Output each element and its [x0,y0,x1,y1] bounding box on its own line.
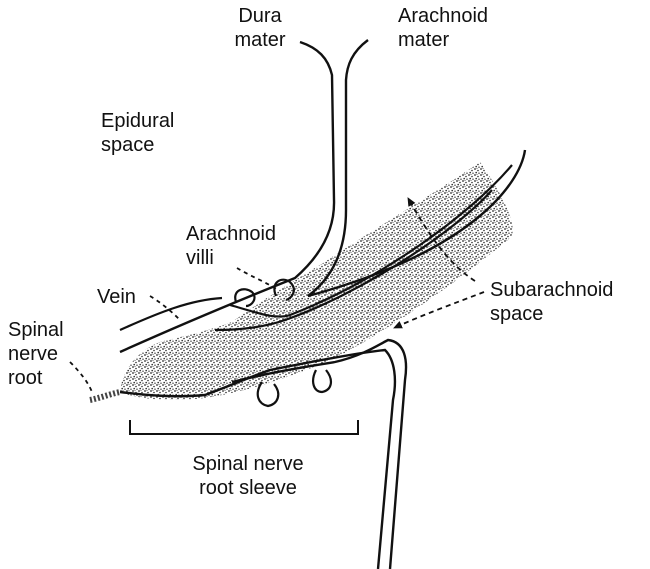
label-spinal-nerve-root-line2: nerve [8,342,64,366]
label-arachnoid-mater: Arachnoid mater [398,4,488,52]
label-subarachnoid-space-line2: space [490,302,613,326]
label-spinal-nerve-root-line1: Spinal [8,318,64,342]
label-spinal-nerve-root-line3: root [8,366,64,390]
label-arachnoid-mater-line1: Arachnoid [398,4,488,28]
label-spinal-nerve-root-sleeve: Spinal nerve root sleeve [168,452,328,500]
label-epidural-space-line2: space [101,133,174,157]
label-vein-text: Vein [97,285,136,309]
label-arachnoid-villi: Arachnoid villi [186,222,276,270]
label-dura-mater-line1: Dura [215,4,305,28]
spinal-nerve-root-leader [70,362,92,392]
label-arachnoid-villi-line2: villi [186,246,276,270]
label-dura-mater: Dura mater [215,4,305,52]
sleeve-bracket [130,420,358,434]
label-epidural-space: Epidural space [101,109,174,157]
nerve-root-tail [90,392,120,400]
label-dura-mater-line2: mater [215,28,305,52]
label-vein: Vein [97,285,136,309]
label-arachnoid-mater-line2: mater [398,28,488,52]
label-spinal-nerve-root: Spinal nerve root [8,318,64,390]
label-arachnoid-villi-line1: Arachnoid [186,222,276,246]
label-sleeve-line2: root sleeve [168,476,328,500]
label-sleeve-line1: Spinal nerve [168,452,328,476]
label-epidural-space-line1: Epidural [101,109,174,133]
label-subarachnoid-space-line1: Subarachnoid [490,278,613,302]
label-subarachnoid-space: Subarachnoid space [490,278,613,326]
